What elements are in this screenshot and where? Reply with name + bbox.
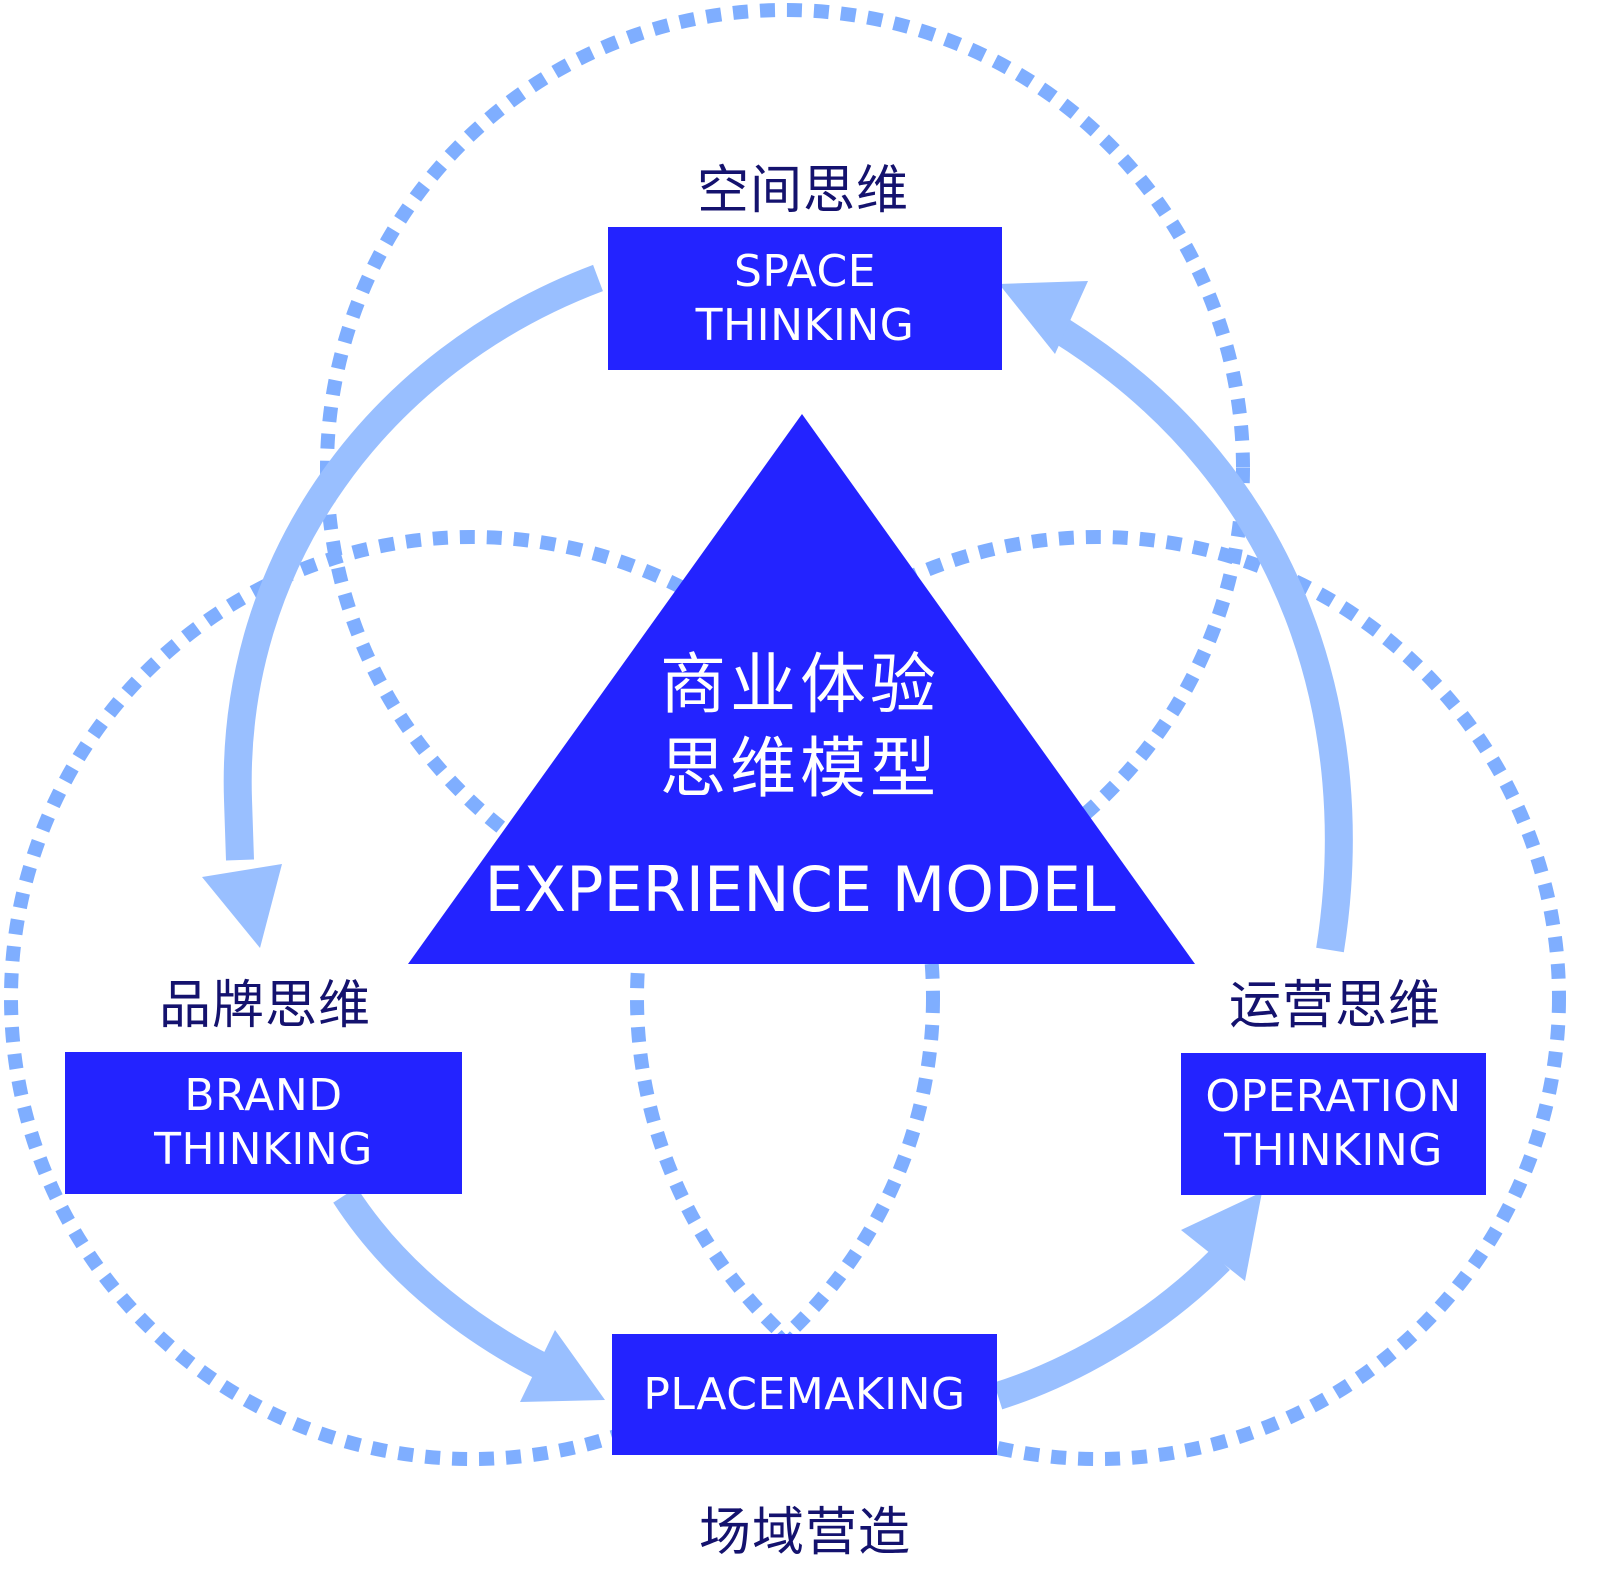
arrowhead-brand xyxy=(202,864,282,948)
center-title-cn: 商业体验 思维模型 xyxy=(600,643,1000,811)
dotted-circle-brand xyxy=(4,530,940,1466)
placemaking-box: PLACEMAKING xyxy=(612,1334,997,1455)
arrow-operation-to-space xyxy=(1052,318,1353,953)
brand-label-cn: 品牌思维 xyxy=(158,976,371,1036)
arrowhead-space xyxy=(999,281,1088,354)
experience-model-triangle xyxy=(408,414,1195,964)
center-title-cn-line2: 思维模型 xyxy=(660,729,940,807)
placemaking-label-cn: 场域营造 xyxy=(698,1503,911,1563)
arrowhead-operation xyxy=(1181,1192,1262,1281)
operation-thinking-box: OPERATION THINKING xyxy=(1181,1053,1486,1195)
space-thinking-box: SPACE THINKING xyxy=(608,227,1002,370)
arrowhead-placemaking xyxy=(520,1330,605,1402)
arrow-placemaking-to-operation xyxy=(993,1250,1230,1410)
operation-label-cn: 运营思维 xyxy=(1228,976,1441,1036)
operation-box-line1: OPERATION xyxy=(1205,1071,1462,1123)
brand-thinking-box: BRAND THINKING xyxy=(65,1052,462,1194)
arrow-space-to-brand xyxy=(223,264,603,861)
center-title-cn-line1: 商业体验 xyxy=(660,646,940,723)
space-label-cn: 空间思维 xyxy=(696,161,909,221)
space-box-line2: THINKING xyxy=(695,299,915,351)
dotted-circle-operation xyxy=(630,530,1566,1466)
brand-box-line1: BRAND xyxy=(184,1070,343,1122)
center-title-en: EXPERIENCE MODEL xyxy=(484,853,1116,926)
arrow-brand-to-placemaking xyxy=(333,1187,552,1381)
space-box-line1: SPACE xyxy=(734,245,876,297)
operation-box-line2: THINKING xyxy=(1224,1125,1443,1176)
brand-box-line2: THINKING xyxy=(154,1124,373,1175)
placemaking-box-line1: PLACEMAKING xyxy=(643,1368,966,1420)
